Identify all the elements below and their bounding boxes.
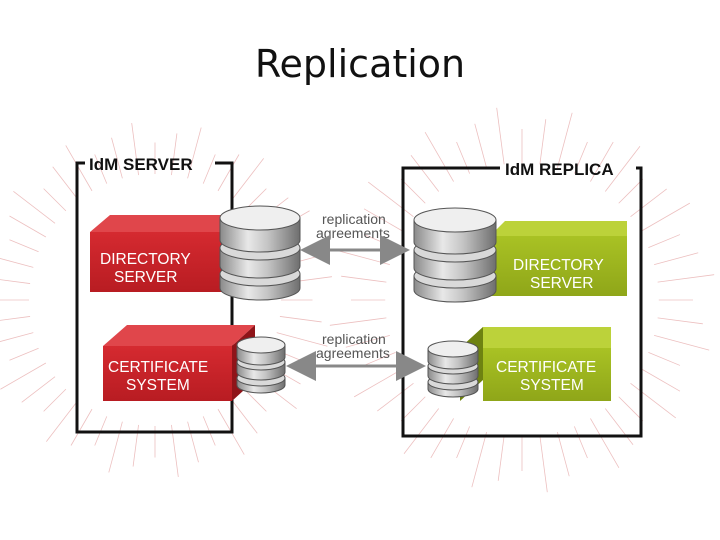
ray-line	[187, 127, 202, 179]
server-directory-line1: DIRECTORY	[100, 251, 191, 268]
ray-line	[231, 158, 264, 201]
ray-line	[131, 122, 139, 176]
ray-line	[202, 154, 216, 184]
ray-line	[0, 258, 34, 268]
replica-directory-database-icon	[413, 207, 497, 303]
agreement-bottom-line1: replication	[322, 331, 386, 347]
ray-line	[557, 432, 570, 477]
replica-directory-line1: DIRECTORY	[513, 257, 604, 274]
idm-server-title: IdM SERVER	[89, 155, 193, 174]
ray-line	[43, 188, 67, 212]
ray-line	[604, 146, 641, 192]
ray-line	[618, 178, 644, 204]
ray-line	[630, 382, 676, 419]
ray-line	[654, 252, 699, 265]
replica-directory-server-block: DIRECTORY SERVER	[490, 221, 627, 296]
ray-line	[363, 208, 404, 232]
ray-line	[657, 317, 703, 325]
ray-line	[52, 166, 79, 201]
ray-line	[424, 131, 454, 182]
ray-line	[377, 382, 414, 412]
ray-line	[400, 178, 426, 204]
ray-line	[400, 396, 426, 422]
ray-line	[573, 141, 588, 174]
ray-line	[0, 332, 34, 342]
ray-line	[9, 347, 39, 361]
ray-line	[217, 154, 240, 192]
ray-line	[279, 316, 322, 323]
replica-certificate-database-icon	[427, 340, 479, 398]
ray-line	[648, 351, 681, 366]
replication-agreement-bottom: replication agreements	[286, 331, 426, 381]
ray-line	[471, 432, 487, 488]
ray-line	[539, 435, 548, 493]
ray-line	[0, 279, 31, 284]
server-directory-line2: SERVER	[114, 269, 177, 286]
server-certificate-line2: SYSTEM	[126, 377, 190, 394]
ray-line	[590, 418, 620, 469]
ray-line	[657, 274, 715, 283]
ray-line	[70, 408, 93, 446]
ray-line	[497, 435, 505, 481]
ray-line	[21, 376, 56, 403]
ray-line	[9, 239, 39, 253]
ray-line	[276, 332, 328, 347]
ray-line	[630, 188, 667, 218]
replication-agreement-top: replication agreements	[300, 211, 410, 265]
ray-line	[430, 418, 454, 459]
replica-directory-line2: SERVER	[530, 275, 593, 292]
ray-line	[94, 154, 108, 184]
ray-line	[640, 202, 691, 232]
ray-line	[111, 137, 123, 179]
ray-line	[43, 388, 67, 412]
server-directory-database-icon	[219, 205, 301, 301]
ray-line	[0, 362, 47, 390]
server-certificate-database-icon	[236, 336, 286, 394]
ray-line	[345, 335, 390, 348]
ray-line	[171, 424, 179, 478]
ray-line	[403, 408, 440, 454]
ray-line	[604, 408, 634, 445]
slide-title: Replication	[254, 42, 466, 86]
ray-line	[474, 123, 487, 168]
ray-line	[353, 368, 404, 398]
ray-line	[65, 145, 93, 192]
idm-replica-box: IdM REPLICA	[401, 160, 643, 438]
ray-line	[640, 368, 681, 392]
idm-replica-title: IdM REPLICA	[505, 160, 614, 179]
ray-line	[0, 316, 31, 321]
replica-certificate-line2: SYSTEM	[520, 377, 584, 394]
ray-line	[654, 335, 710, 351]
ray-line	[187, 421, 199, 463]
ray-line	[573, 426, 588, 459]
ray-line	[108, 421, 123, 473]
replica-certificate-system-block: CERTIFICATE SYSTEM	[460, 327, 611, 401]
server-certificate-system-block: CERTIFICATE SYSTEM	[103, 325, 255, 401]
ray-line	[13, 191, 56, 224]
ray-line	[9, 215, 47, 238]
ray-line	[368, 181, 414, 218]
idm-server-box: IdM SERVER	[75, 155, 234, 434]
ray-line	[171, 133, 178, 176]
server-certificate-line1: CERTIFICATE	[108, 359, 208, 376]
ray-line	[231, 399, 258, 434]
ray-line	[590, 141, 614, 182]
ray-line	[410, 155, 440, 192]
ray-line	[46, 399, 79, 442]
ray-line	[648, 234, 681, 249]
replica-certificate-line1: CERTIFICATE	[496, 359, 596, 376]
agreement-bottom-line2: agreements	[316, 345, 390, 361]
ray-line	[334, 249, 390, 265]
ray-line	[341, 275, 387, 283]
ray-line	[539, 119, 547, 165]
agreement-top-line2: agreements	[316, 225, 390, 241]
ray-line	[243, 388, 267, 412]
ray-line	[557, 112, 573, 168]
agreement-top-line1: replication	[322, 211, 386, 227]
ray-line	[618, 396, 644, 422]
ray-line	[329, 317, 387, 326]
ray-line	[456, 426, 471, 459]
ray-line	[496, 107, 505, 165]
